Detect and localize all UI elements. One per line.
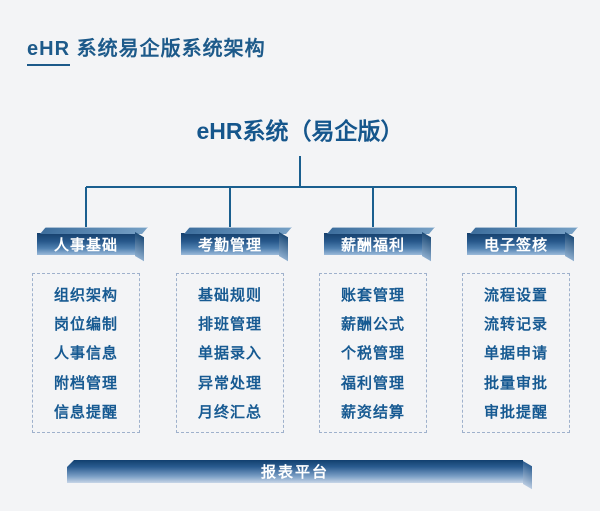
branch-node-label: 人事基础 bbox=[53, 236, 118, 254]
branch-node-label: 考勤管理 bbox=[197, 236, 262, 254]
module-item: 个税管理 bbox=[340, 345, 405, 363]
module-panel-personnel: 组织架构 岗位编制 人事信息 附档管理 信息提醒 bbox=[32, 273, 140, 433]
branch-node-personnel: 人事基础 bbox=[37, 233, 135, 255]
module-panel-esign: 流程设置 流转记录 单据申请 批量审批 审批提醒 bbox=[462, 273, 570, 433]
page-title-rest: 系统易企版系统架构 bbox=[70, 38, 266, 60]
branch-node-esign: 电子签核 bbox=[467, 233, 565, 255]
report-platform-bar-face: 报表平台 bbox=[67, 460, 523, 483]
module-item: 福利管理 bbox=[340, 374, 405, 392]
module-item: 薪资结算 bbox=[340, 403, 405, 421]
module-item: 信息提醒 bbox=[53, 403, 118, 421]
page-title: eHR 系统易企版系统架构 bbox=[27, 32, 266, 66]
module-item: 组织架构 bbox=[53, 287, 118, 305]
root-node-title: eHR系统（易企版） bbox=[196, 118, 404, 144]
module-item: 流程设置 bbox=[483, 287, 548, 305]
module-item: 岗位编制 bbox=[53, 316, 118, 334]
module-item: 流转记录 bbox=[483, 316, 548, 334]
branch-node-payroll: 薪酬福利 bbox=[324, 233, 422, 255]
module-item: 薪酬公式 bbox=[340, 316, 405, 334]
report-platform-label: 报表平台 bbox=[260, 464, 329, 481]
report-platform-bar: 报表平台 bbox=[67, 460, 537, 490]
module-item: 账套管理 bbox=[340, 287, 405, 305]
module-item: 人事信息 bbox=[53, 345, 118, 363]
module-item: 单据申请 bbox=[483, 345, 548, 363]
module-item: 排班管理 bbox=[197, 316, 262, 334]
report-platform-bar-side bbox=[523, 461, 532, 490]
module-item: 附档管理 bbox=[53, 374, 118, 392]
module-item: 基础规则 bbox=[197, 287, 262, 305]
page-title-ehr: eHR bbox=[27, 38, 71, 66]
branch-node-label: 薪酬福利 bbox=[340, 236, 405, 254]
branch-node-attendance: 考勤管理 bbox=[181, 233, 279, 255]
branch-node-label: 电子签核 bbox=[483, 236, 548, 254]
module-item: 审批提醒 bbox=[483, 403, 548, 421]
module-item: 批量审批 bbox=[483, 374, 548, 392]
module-item: 单据录入 bbox=[197, 345, 262, 363]
module-item: 异常处理 bbox=[197, 374, 262, 392]
module-item: 月终汇总 bbox=[197, 403, 262, 421]
module-panel-attendance: 基础规则 排班管理 单据录入 异常处理 月终汇总 bbox=[176, 273, 284, 433]
module-panel-payroll: 账套管理 薪酬公式 个税管理 福利管理 薪资结算 bbox=[319, 273, 427, 433]
